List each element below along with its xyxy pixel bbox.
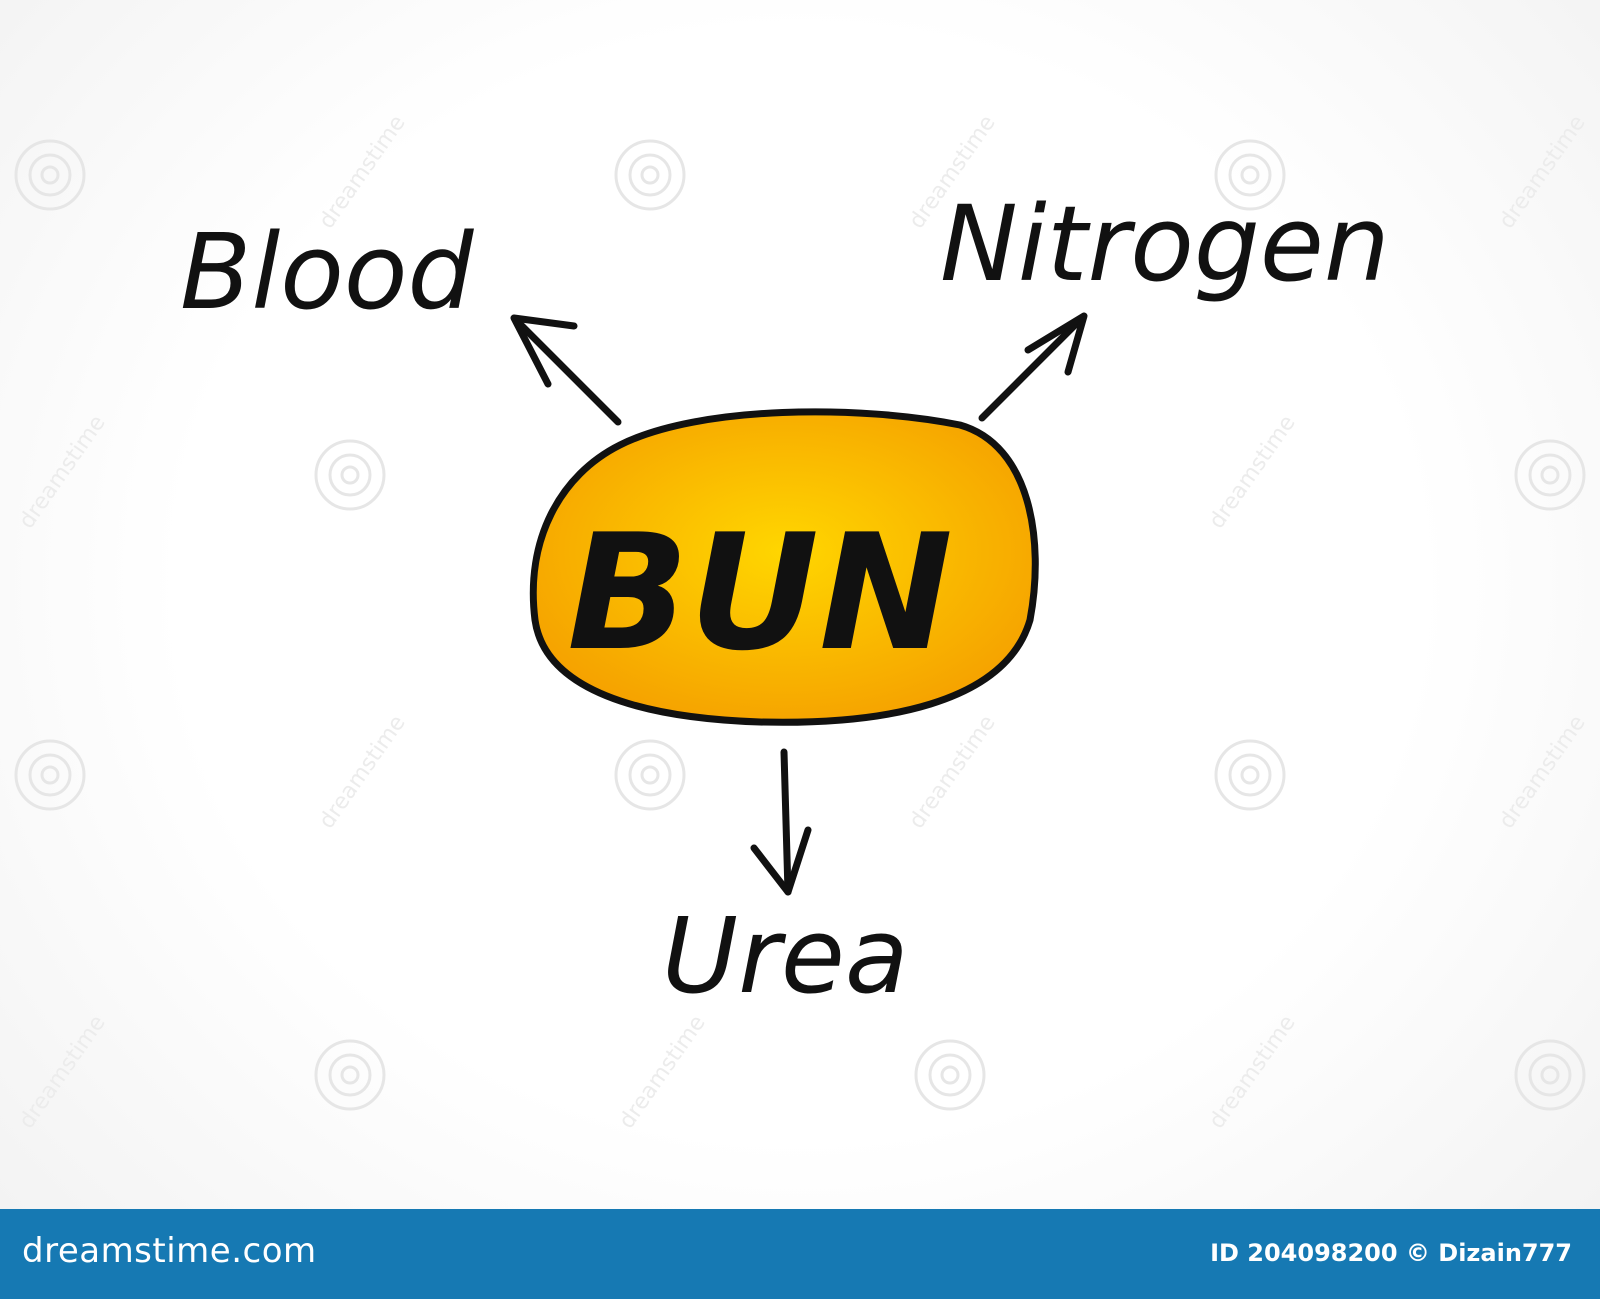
arrow-to-blood [510,314,622,426]
watermark-text: dreamstime [314,711,410,834]
watermark-text: dreamstime [14,411,110,534]
arrow-to-urea [750,748,812,896]
watermark-text: dreamstime [1204,411,1300,534]
spiral-icon [314,439,386,511]
label-blood: Blood [180,211,475,333]
spiral-icon [1514,439,1586,511]
footer-brand: dreamstime.com [22,1231,317,1271]
spiral-icon [14,739,86,811]
spiral-icon [1214,739,1286,811]
stock-footer-bar: dreamstime.com ID 204098200 © Dizain777 [0,1209,1600,1299]
bun-mind-map: dreamstime dreamstime dreamstime dreamst… [14,111,1590,1134]
label-nitrogen: Nitrogen [940,183,1390,305]
arrow-to-nitrogen [978,312,1088,422]
spiral-icon [1514,1039,1586,1111]
center-label: BUN [567,499,953,686]
spiral-icon [314,1039,386,1111]
spiral-icon [914,1039,986,1111]
watermark-text: dreamstime [1204,1011,1300,1134]
watermark-text: dreamstime [1494,111,1590,234]
spiral-icon [1214,139,1286,211]
footer-credit: ID 204098200 © Dizain777 [1210,1239,1572,1267]
watermark-text: dreamstime [904,711,1000,834]
label-urea: Urea [662,895,909,1017]
spiral-icon [614,139,686,211]
center-oval [529,408,1039,726]
spiral-icon [614,739,686,811]
watermark-text: dreamstime [14,1011,110,1134]
spiral-icon [14,139,86,211]
watermark-text: dreamstime [1494,711,1590,834]
watermark-text: dreamstime [614,1011,710,1134]
